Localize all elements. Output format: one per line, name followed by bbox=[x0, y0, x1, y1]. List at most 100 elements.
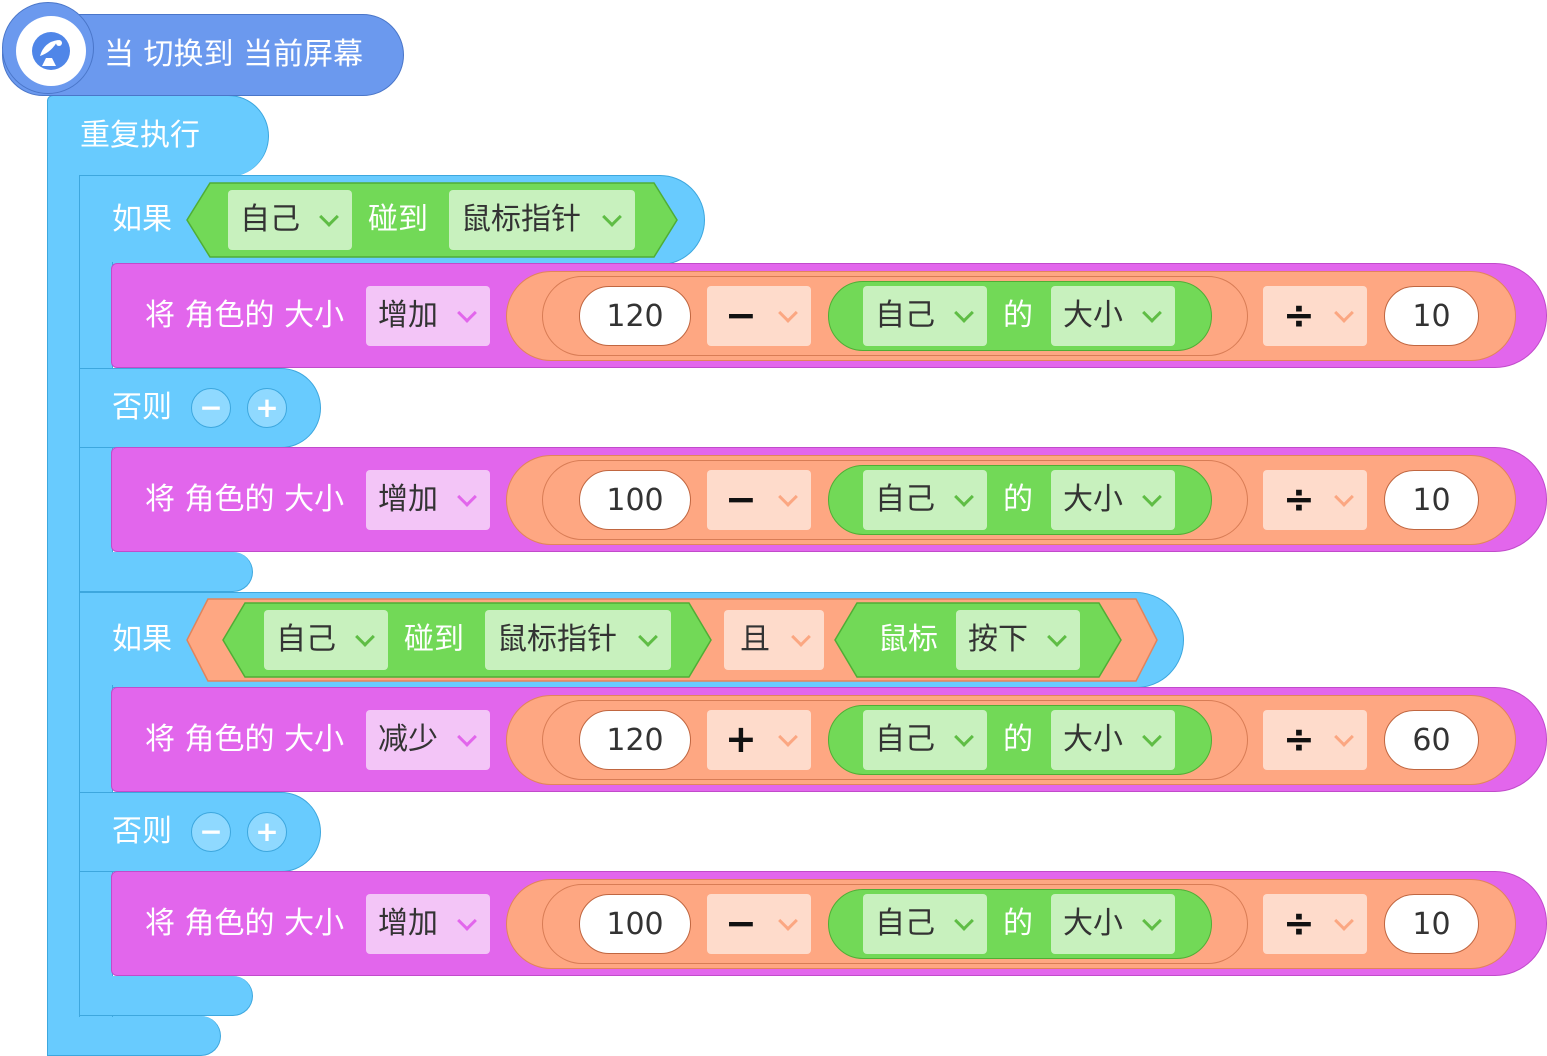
chevron-down-icon bbox=[778, 911, 798, 931]
divide-op-dropdown[interactable]: ÷ bbox=[1263, 710, 1367, 770]
dropdown-value: 自己 bbox=[875, 906, 935, 941]
chevron-down-icon bbox=[778, 727, 798, 747]
if2-end bbox=[79, 976, 253, 1016]
chevron-down-icon bbox=[1334, 487, 1354, 507]
of-subject-dropdown[interactable]: 自己 bbox=[863, 470, 987, 530]
chevron-down-icon bbox=[457, 303, 477, 323]
of-subject-dropdown[interactable]: 自己 bbox=[863, 710, 987, 770]
change-mode-dropdown[interactable]: 增加 bbox=[366, 470, 490, 530]
operator-symbol: ÷ bbox=[1283, 717, 1315, 761]
of-property-dropdown[interactable]: 大小 bbox=[1051, 286, 1175, 346]
forever-block-bottom bbox=[47, 1016, 221, 1056]
hat-label: 当 切换到 当前屏幕 bbox=[104, 37, 364, 72]
mouse-state-dropdown[interactable]: 按下 bbox=[956, 610, 1080, 670]
dropdown-value: 自己 bbox=[875, 722, 935, 757]
change-size-label: 将 角色的 大小 bbox=[145, 482, 345, 517]
number-input[interactable]: 10 bbox=[1384, 894, 1479, 954]
if1-subject-dropdown[interactable]: 自己 bbox=[228, 190, 352, 250]
change-mode-dropdown[interactable]: 增加 bbox=[366, 894, 490, 954]
if1-target-dropdown[interactable]: 鼠标指针 bbox=[449, 190, 635, 250]
divide-op-dropdown[interactable]: ÷ bbox=[1263, 894, 1367, 954]
chevron-down-icon bbox=[1047, 627, 1067, 647]
dropdown-value: 大小 bbox=[1063, 906, 1123, 941]
chevron-down-icon bbox=[355, 627, 375, 647]
chevron-down-icon bbox=[954, 487, 974, 507]
dropdown-value: 鼠标指针 bbox=[461, 202, 581, 237]
chevron-down-icon bbox=[778, 303, 798, 323]
number-input[interactable]: 10 bbox=[1384, 470, 1479, 530]
operator-symbol: − bbox=[725, 477, 757, 521]
operator-symbol: ÷ bbox=[1283, 901, 1315, 945]
chevron-down-icon bbox=[954, 727, 974, 747]
dropdown-value: 大小 bbox=[1063, 722, 1123, 757]
if2-target-dropdown[interactable]: 鼠标指针 bbox=[485, 610, 671, 670]
chevron-down-icon bbox=[602, 207, 622, 227]
if2-subject-dropdown[interactable]: 自己 bbox=[264, 610, 388, 670]
add-else-button[interactable]: + bbox=[247, 388, 287, 428]
if1-label: 如果 bbox=[112, 202, 172, 237]
dropdown-value: 增加 bbox=[378, 906, 438, 941]
chevron-down-icon bbox=[457, 487, 477, 507]
dropdown-value: 按下 bbox=[968, 622, 1028, 657]
arith-op-dropdown[interactable]: − bbox=[707, 286, 811, 346]
number-input[interactable]: 10 bbox=[1384, 286, 1479, 346]
of-label: 的 bbox=[1003, 906, 1033, 941]
dropdown-value: 增加 bbox=[378, 298, 438, 333]
change-size-label: 将 角色的 大小 bbox=[145, 722, 345, 757]
else-label: 否则 bbox=[112, 814, 172, 849]
arith-op-dropdown[interactable]: − bbox=[707, 470, 811, 530]
of-property-dropdown[interactable]: 大小 bbox=[1051, 894, 1175, 954]
else-label: 否则 bbox=[112, 390, 172, 425]
add-else-button[interactable]: + bbox=[247, 812, 287, 852]
divide-op-dropdown[interactable]: ÷ bbox=[1263, 470, 1367, 530]
change-mode-dropdown[interactable]: 增加 bbox=[366, 286, 490, 346]
of-subject-dropdown[interactable]: 自己 bbox=[863, 894, 987, 954]
divide-op-dropdown[interactable]: ÷ bbox=[1263, 286, 1367, 346]
of-property-dropdown[interactable]: 大小 bbox=[1051, 470, 1175, 530]
mouse-label: 鼠标 bbox=[878, 622, 938, 657]
touch-label: 碰到 bbox=[368, 202, 428, 237]
arith-op-dropdown[interactable]: + bbox=[707, 710, 811, 770]
chevron-down-icon bbox=[457, 727, 477, 747]
dropdown-value: 减少 bbox=[378, 722, 438, 757]
number-input[interactable]: 100 bbox=[579, 894, 691, 954]
if1-end bbox=[79, 552, 253, 592]
change-mode-dropdown[interactable]: 减少 bbox=[366, 710, 490, 770]
of-label: 的 bbox=[1003, 482, 1033, 517]
dropdown-value: 大小 bbox=[1063, 298, 1123, 333]
satellite-dish-icon bbox=[16, 16, 86, 86]
chevron-down-icon bbox=[1142, 303, 1162, 323]
hat-icon-ring bbox=[2, 2, 94, 94]
operator-symbol: − bbox=[725, 293, 757, 337]
chevron-down-icon bbox=[1334, 303, 1354, 323]
forever-label: 重复执行 bbox=[80, 118, 200, 153]
number-input[interactable]: 120 bbox=[579, 286, 691, 346]
of-subject-dropdown[interactable]: 自己 bbox=[863, 286, 987, 346]
dropdown-value: 自己 bbox=[276, 622, 336, 657]
arith-op-dropdown[interactable]: − bbox=[707, 894, 811, 954]
if2-label: 如果 bbox=[112, 622, 172, 657]
chevron-down-icon bbox=[778, 487, 798, 507]
chevron-down-icon bbox=[319, 207, 339, 227]
dropdown-value: 大小 bbox=[1063, 482, 1123, 517]
number-input[interactable]: 100 bbox=[579, 470, 691, 530]
number-input[interactable]: 120 bbox=[579, 710, 691, 770]
dropdown-value: 自己 bbox=[240, 202, 300, 237]
chevron-down-icon bbox=[1142, 487, 1162, 507]
chevron-down-icon bbox=[791, 627, 811, 647]
chevron-down-icon bbox=[1142, 911, 1162, 931]
remove-else-button[interactable]: − bbox=[191, 812, 231, 852]
chevron-down-icon bbox=[1334, 727, 1354, 747]
of-property-dropdown[interactable]: 大小 bbox=[1051, 710, 1175, 770]
remove-else-button[interactable]: − bbox=[191, 388, 231, 428]
dropdown-value: 自己 bbox=[875, 298, 935, 333]
touch-label: 碰到 bbox=[404, 622, 464, 657]
chevron-down-icon bbox=[1334, 911, 1354, 931]
and-operator-dropdown[interactable]: 且 bbox=[724, 610, 824, 670]
operator-symbol: ÷ bbox=[1283, 477, 1315, 521]
chevron-down-icon bbox=[457, 911, 477, 931]
operator-symbol: ÷ bbox=[1283, 293, 1315, 337]
chevron-down-icon bbox=[1142, 727, 1162, 747]
change-size-label: 将 角色的 大小 bbox=[145, 298, 345, 333]
number-input[interactable]: 60 bbox=[1384, 710, 1479, 770]
